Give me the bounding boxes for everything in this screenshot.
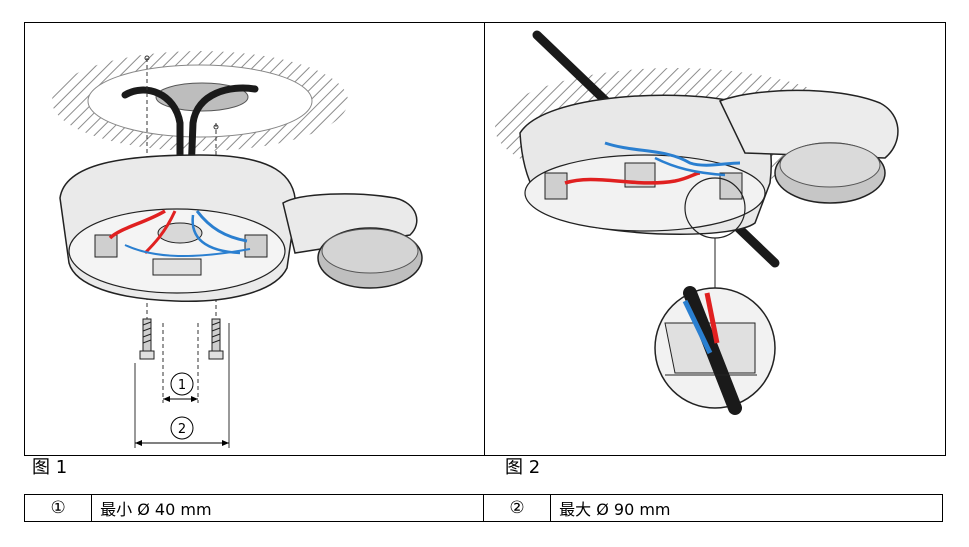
legend-text-2: 最大 Ø 90 mm [550,494,943,522]
cable-left [121,86,184,202]
magnifier-detail-icon [654,286,776,415]
figure-2-illustration [495,30,899,415]
cable-right [186,84,259,202]
figure-2-panel [484,22,946,456]
mounting-screw-icon [139,318,155,360]
figure-1-caption: 图 1 [32,457,68,478]
legend-symbol-1: ① [23,494,93,522]
mounting-screw-icon [208,318,224,360]
legend-row: ① 最小 Ø 40 mm ② 最大 Ø 90 mm [23,494,943,522]
figure-2-caption: 图 2 [505,457,541,478]
legend-table: ① 最小 Ø 40 mm ② 最大 Ø 90 mm [23,494,943,522]
callout-2: 2 [178,422,186,437]
figure-1-panel: 1 2 [24,22,485,456]
callout-1: 1 [178,378,186,393]
wire-blue [604,141,741,167]
figure-1-illustration: 1 2 [52,51,423,448]
wire-red [108,209,166,240]
sensor-arm [718,89,899,159]
legend-text-1: 最小 Ø 40 mm [91,494,484,522]
wire-red [564,171,701,185]
wire-blue [195,210,248,243]
legend-symbol-2: ② [482,494,552,522]
